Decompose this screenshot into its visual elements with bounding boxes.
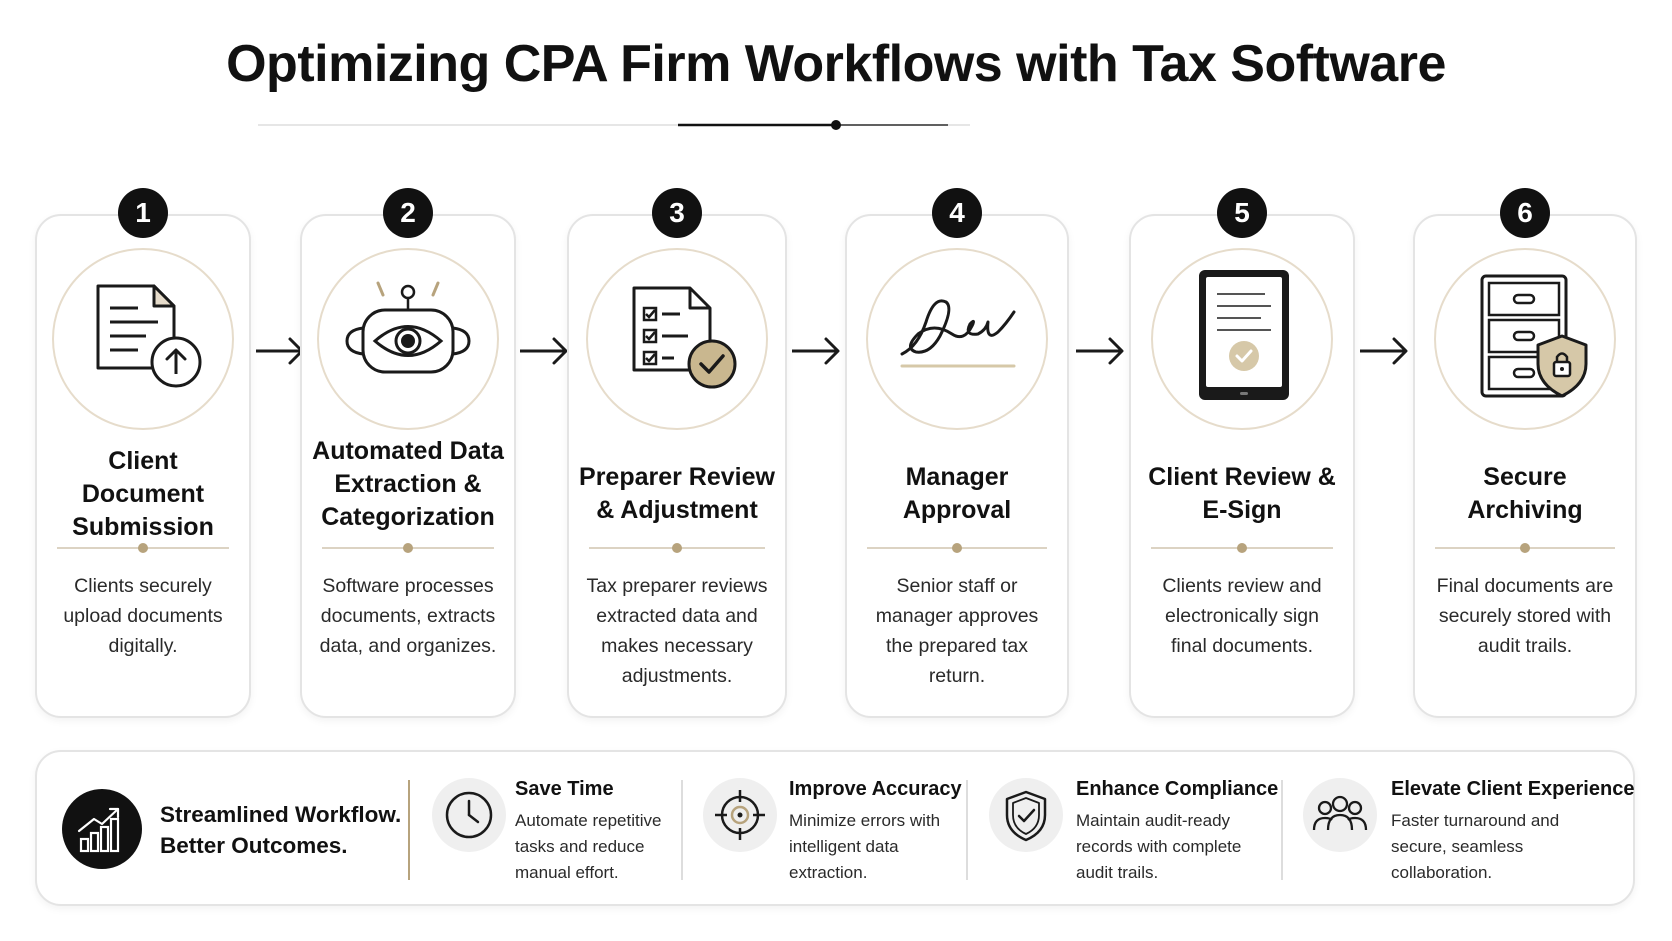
scanner-eye-icon [345,281,471,374]
step-number: 6 [1500,188,1550,238]
benefit-description: Faster turnaround and secure, seamless c… [1391,808,1559,886]
arrow-right-icon [520,337,568,365]
target-icon [715,790,765,840]
step-card-6: 6 Secure Archiving Final documents are s… [1413,188,1637,718]
title-divider [258,120,970,130]
step-title: Automated Data Extraction & Categorizati… [312,436,504,531]
benefit-line: secure, seamless [1391,837,1524,856]
benefits-bar: Streamlined Workflow. Better Outcomes. S… [35,750,1635,906]
benefit-icon-circle [703,778,777,852]
step-icon-circle [1151,248,1333,430]
growth-chart-icon [77,807,120,853]
step-card-2: 2 Automated Data Extraction & Categoriza… [300,188,516,718]
step-title: Preparer Review & Adjustment [579,463,775,524]
vertical-divider [408,780,410,880]
step-title: Secure Archiving [1467,463,1583,524]
step-number: 3 [652,188,702,238]
arrow-right-icon [1360,337,1408,365]
step-icon-circle [866,248,1048,430]
benefit-description: Minimize errors with intelligent data ex… [789,808,940,886]
summary-headline: Streamlined Workflow. Better Outcomes. [160,799,401,861]
step-description: Clients securely upload documents digita… [63,575,223,657]
benefit-line: manual effort. [515,863,619,882]
step-icon-circle [317,248,499,430]
arrow-right-icon [1076,337,1124,365]
benefit-line: intelligent data [789,837,899,856]
page-title: Optimizing CPA Firm Workflows with Tax S… [226,35,1446,93]
people-group-icon [1312,795,1368,831]
step-card-3: 3 Preparer Review & Adjustment Tax prepa… [567,188,787,718]
step-description: Senior staff or manager approves the pre… [875,575,1039,687]
step-separator [1151,543,1333,553]
benefit-line: extraction. [789,863,868,882]
step-number: 5 [1217,188,1267,238]
lead-icon-circle [62,789,142,869]
step-separator [867,543,1047,553]
step-title: Client Document Submission [72,446,214,541]
benefit-line: Minimize errors with [789,811,941,830]
benefit-line: Maintain audit-ready [1076,811,1231,830]
benefit-description: Maintain audit-ready records with comple… [1076,808,1241,886]
benefit-line: tasks and reduce [515,837,645,856]
step-icon-circle [586,248,768,430]
step-number: 2 [383,188,433,238]
benefit-title: Elevate Client Experience [1391,778,1635,800]
tablet-check-icon [1199,270,1289,400]
step-icon-circle [1434,248,1616,430]
benefit-line: Faster turnaround and [1391,811,1560,830]
vertical-divider [966,780,968,880]
step-description: Final documents are securely stored with… [1436,575,1614,657]
summary-line-1: Streamlined Workflow. [160,802,402,827]
shield-check-icon [1005,790,1047,842]
step-separator [1435,543,1615,553]
step-title: Manager Approval [902,463,1012,524]
benefit-title: Save Time [515,778,614,800]
clock-icon [445,791,493,839]
step-description: Tax preparer reviews extracted data and … [586,575,768,687]
benefit-title: Improve Accuracy [789,778,962,800]
benefit-icon-circle [1303,778,1377,852]
benefit-line: collaboration. [1391,863,1493,882]
step-card-1: 1 Client Document Submission Clients sec… [35,188,251,718]
benefit-line: audit trails. [1076,863,1159,882]
step-number: 4 [932,188,982,238]
step-title: Client Review & E-Sign [1148,463,1336,524]
benefit-title: Enhance Compliance [1076,778,1279,800]
vertical-divider [1281,780,1283,880]
step-separator [322,543,494,553]
benefit-description: Automate repetitive tasks and reduce man… [515,808,661,886]
step-card-5: 5 Client Review & E-Sign Clients review … [1129,188,1355,718]
document-upload-icon [96,284,202,388]
step-description: Clients review and electronically sign f… [1162,575,1322,657]
checklist-icon [632,286,737,389]
step-icon-circle [52,248,234,430]
archive-shield-icon [1480,274,1588,398]
summary-line-2: Better Outcomes. [160,833,348,858]
arrow-right-icon [792,337,840,365]
benefit-line: Automate repetitive [515,811,662,830]
signature-icon [900,299,1016,368]
step-number: 1 [118,188,168,238]
step-separator [57,543,229,553]
step-separator [589,543,765,553]
benefit-icon-circle [432,778,506,852]
benefit-icon-circle [989,778,1063,852]
vertical-divider [681,780,683,880]
step-description: Software processes documents, extracts d… [319,575,497,657]
benefit-line: records with complete [1076,837,1242,856]
step-card-4: 4 Manager Approval Senior staff or manag… [845,188,1069,718]
